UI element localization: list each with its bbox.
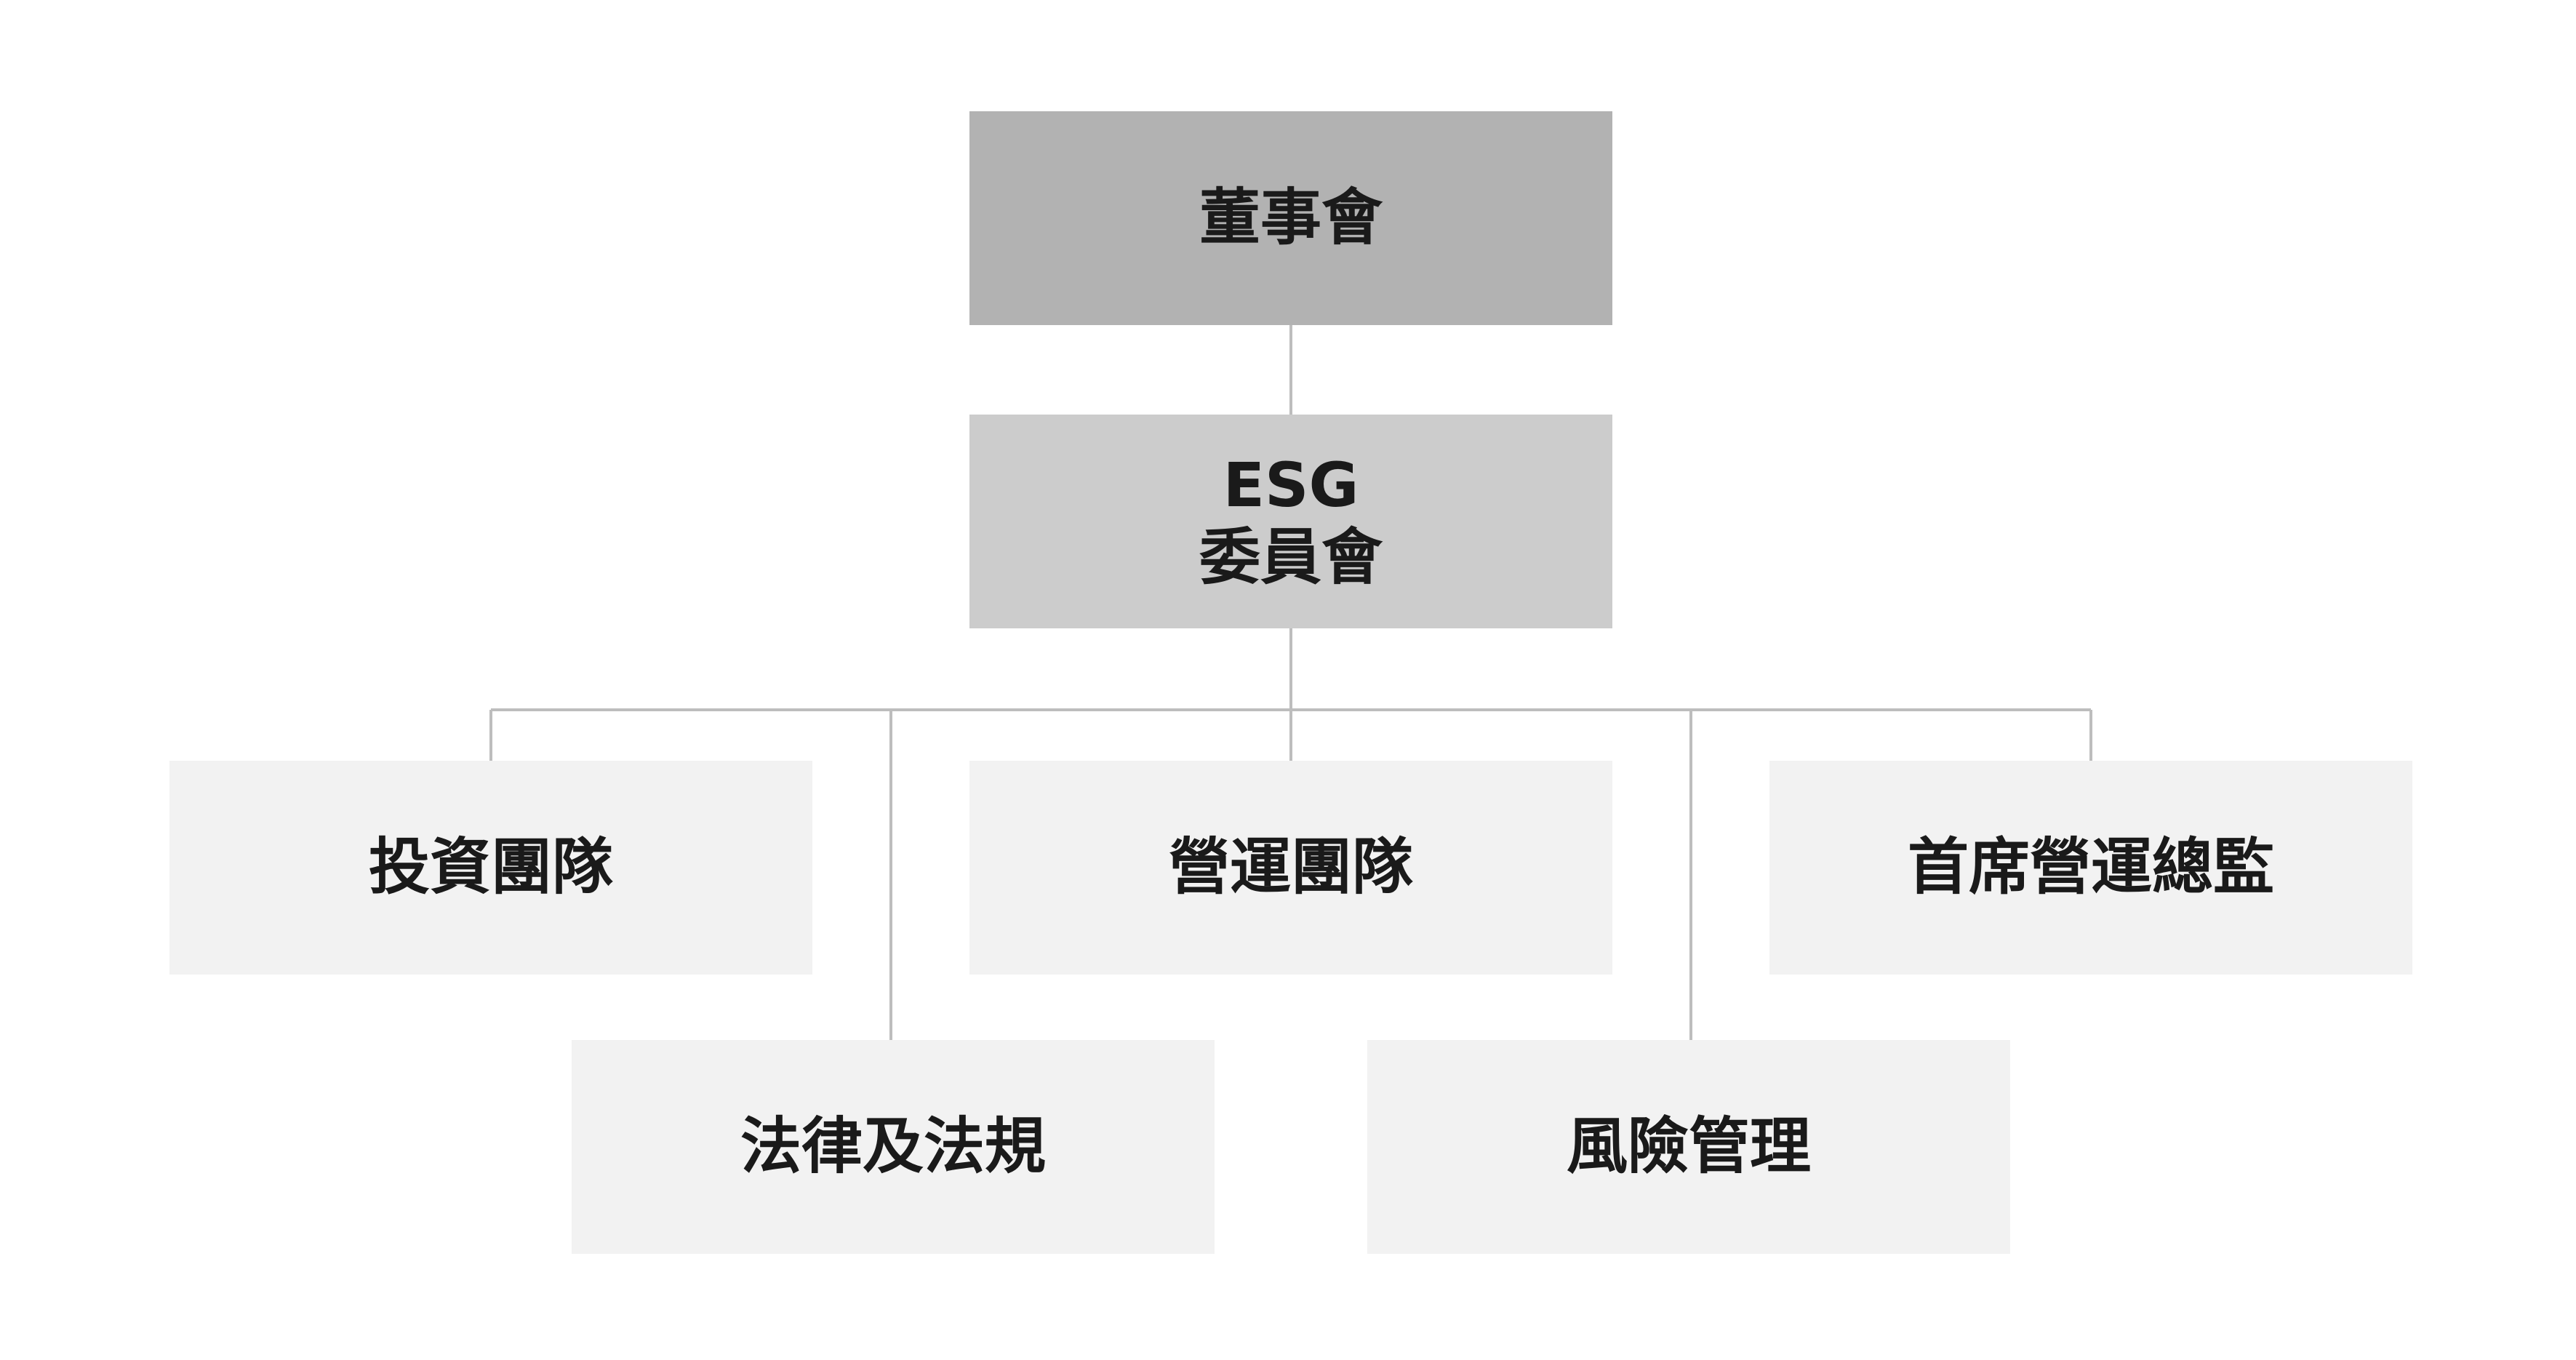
esg-committee-node: ESG 委員會 [969, 415, 1612, 628]
risk-management-node: 風險管理 [1367, 1040, 2010, 1254]
legal-node: 法律及法規 [572, 1040, 1215, 1254]
esg-label-line2: 委員會 [1199, 521, 1383, 593]
legal-label: 法律及法規 [740, 1111, 1046, 1183]
esg-label-line1: ESG [1223, 449, 1359, 521]
operations-team-node: 營運團隊 [969, 761, 1612, 975]
investment-team-label: 投資團隊 [368, 831, 613, 903]
coo-node: 首席營運總監 [1769, 761, 2412, 975]
coo-label: 首席營運總監 [1907, 831, 2274, 903]
board-node: 董事會 [969, 111, 1612, 325]
board-label: 董事會 [1199, 182, 1383, 254]
operations-team-label: 營運團隊 [1168, 831, 1413, 903]
risk-management-label: 風險管理 [1566, 1111, 1811, 1183]
investment-team-node: 投資團隊 [169, 761, 812, 975]
